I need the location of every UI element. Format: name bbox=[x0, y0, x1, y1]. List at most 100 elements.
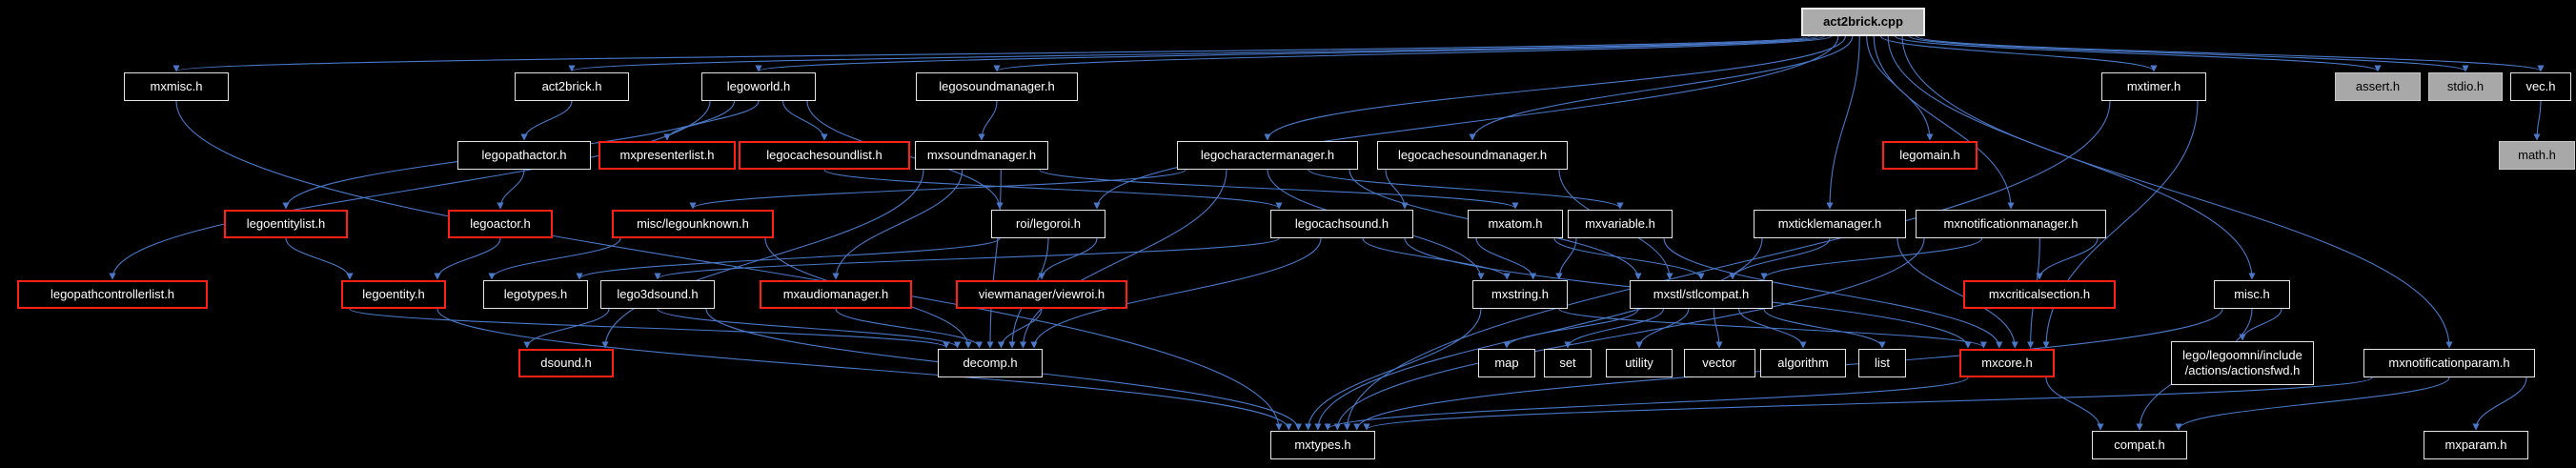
graph-node-set[interactable]: set bbox=[1544, 349, 1592, 377]
graph-node-act2brick_cpp[interactable]: act2brick.cpp bbox=[1801, 8, 1925, 36]
graph-node-compat_h[interactable]: compat.h bbox=[2092, 431, 2187, 459]
graph-node-viewroi_h[interactable]: viewmanager/viewroi.h bbox=[956, 280, 1127, 309]
include-edge-legopathactor_h-to-legoactor_h bbox=[497, 169, 525, 210]
include-edge-viewroi_h-to-decomp_h bbox=[997, 308, 1043, 349]
graph-node-legoentitylist_h[interactable]: legoentitylist.h bbox=[224, 210, 348, 238]
include-edge-mxatom_h-to-stlcompat_h bbox=[1553, 237, 1705, 280]
include-edge-stlcompat_h-to-map bbox=[1503, 308, 1639, 349]
include-edge-mxnotificationmanager_h-to-stlcompat_h bbox=[1760, 237, 1983, 280]
include-edge-mxcore_h-to-mxtypes_h bbox=[1324, 376, 1969, 431]
include-edge-mxsoundmanager_h-to-dsound_h bbox=[601, 169, 924, 349]
include-edge-mxnotificationparam_h-to-mxparam_h bbox=[2472, 376, 2527, 431]
include-edge-legocharactermanager_h-to-decomp_h bbox=[1019, 169, 1227, 349]
include-edge-legoroi_h-to-legotypes_h bbox=[576, 237, 1001, 280]
graph-node-mxmisc_h[interactable]: mxmisc.h bbox=[124, 72, 229, 101]
graph-node-mxpresenterlist_h[interactable]: mxpresenterlist.h bbox=[598, 141, 736, 170]
include-edge-mxaudiomanager_h-to-decomp_h bbox=[835, 308, 984, 349]
graph-node-stlcompat_h[interactable]: mxstl/stlcompat.h bbox=[1630, 280, 1773, 309]
graph-node-actionsfwd_h[interactable]: lego/legoomni/include /actions/actionsfw… bbox=[2171, 341, 2314, 385]
include-edge-mxnotificationmanager_h-to-mxtypes_h bbox=[1333, 237, 1925, 431]
graph-node-mxatom_h[interactable]: mxatom.h bbox=[1468, 210, 1563, 238]
graph-node-stdio_h[interactable]: stdio.h bbox=[2428, 72, 2503, 101]
graph-node-mxticklemanager_h[interactable]: mxticklemanager.h bbox=[1754, 210, 1906, 238]
include-edge-mxatom_h-to-mxstring_h bbox=[1475, 237, 1537, 280]
graph-node-legopathactor_h[interactable]: legopathactor.h bbox=[457, 141, 591, 170]
graph-node-mxcore_h[interactable]: mxcore.h bbox=[1959, 349, 2055, 377]
graph-node-legomain_h[interactable]: legomain.h bbox=[1882, 141, 1978, 170]
graph-node-legocharactermanager_h[interactable]: legocharactermanager.h bbox=[1177, 141, 1358, 170]
include-edge-lego3dsound_h-to-dsound_h bbox=[523, 308, 610, 349]
include-edge-mxnotificationparam_h-to-mxtypes_h bbox=[1363, 376, 2373, 431]
include-edge-act2brick_cpp-to-legoworld_h bbox=[755, 35, 1825, 72]
include-edge-act2brick_cpp-to-legocachesoundmanager_h bbox=[1469, 35, 1854, 141]
include-edge-legoactor_h-to-legoentity_h bbox=[434, 237, 501, 280]
graph-node-mxvariable_h[interactable]: mxvariable.h bbox=[1568, 210, 1673, 238]
include-edge-mxticklemanager_h-to-stlcompat_h bbox=[1729, 237, 1831, 280]
graph-node-legoroi_h[interactable]: roi/legoroi.h bbox=[991, 210, 1105, 238]
graph-node-legopathcontrollerlist_h[interactable]: legopathcontrollerlist.h bbox=[17, 280, 208, 309]
include-edge-legoentity_h-to-mxtypes_h bbox=[436, 308, 1292, 431]
include-edge-legocachesoundlist_h-to-legocachsound_h bbox=[823, 169, 1283, 210]
edge-paths-group bbox=[109, 35, 2545, 431]
include-edge-lego3dsound_h-to-decomp_h bbox=[657, 308, 961, 349]
include-edge-mxsoundmanager_h-to-decomp_h bbox=[986, 169, 1002, 349]
include-edge-legoentitylist_h-to-legoentity_h bbox=[285, 237, 354, 280]
include-edge-mxtimer_h-to-mxtypes_h bbox=[1344, 100, 2111, 431]
include-edge-mxsoundmanager_h-to-mxatom_h bbox=[1039, 169, 1519, 210]
graph-node-act2brick_h[interactable]: act2brick.h bbox=[515, 72, 629, 101]
include-edge-legoworld_h-to-mxpresenterlist_h bbox=[663, 100, 760, 141]
graph-node-algorithm[interactable]: algorithm bbox=[1760, 349, 1846, 377]
include-edge-act2brick_cpp-to-mxtimer_h bbox=[1880, 35, 2158, 72]
graph-node-legocachesoundlist_h[interactable]: legocachesoundlist.h bbox=[739, 141, 910, 170]
graph-node-legocachesoundmanager_h[interactable]: legocachesoundmanager.h bbox=[1377, 141, 1568, 170]
include-edge-act2brick_cpp-to-act2brick_h bbox=[568, 35, 1818, 72]
graph-node-mxaudiomanager_h[interactable]: mxaudiomanager.h bbox=[760, 280, 912, 309]
graph-node-legoentity_h[interactable]: legoentity.h bbox=[341, 280, 446, 309]
graph-node-legoactor_h[interactable]: legoactor.h bbox=[448, 210, 553, 238]
graph-node-mxtypes_h[interactable]: mxtypes.h bbox=[1270, 431, 1375, 459]
graph-node-mxsoundmanager_h[interactable]: mxsoundmanager.h bbox=[915, 141, 1048, 170]
graph-node-mxnotificationparam_h[interactable]: mxnotificationparam.h bbox=[2363, 349, 2535, 377]
include-edge-legocharactermanager_h-to-legounknown_h bbox=[689, 169, 1187, 210]
graph-node-legocachsound_h[interactable]: legocachsound.h bbox=[1270, 210, 1413, 238]
include-edge-act2brick_cpp-to-assert_h bbox=[1895, 35, 2382, 72]
include-edge-act2brick_cpp-to-mxnotificationmanager_h bbox=[1873, 35, 2015, 210]
graph-node-utility[interactable]: utility bbox=[1606, 349, 1673, 377]
include-edge-mxnotificationparam_h-to-compat_h bbox=[2175, 376, 2450, 431]
graph-node-misc_h[interactable]: misc.h bbox=[2214, 280, 2290, 309]
graph-node-legoworld_h[interactable]: legoworld.h bbox=[701, 72, 816, 101]
include-edge-act2brick_cpp-to-vec_h bbox=[1916, 35, 2545, 72]
graph-node-mxparam_h[interactable]: mxparam.h bbox=[2424, 431, 2528, 459]
include-edge-legoroi_h-to-viewroi_h bbox=[1038, 237, 1098, 280]
graph-node-legotypes_h[interactable]: legotypes.h bbox=[483, 280, 588, 309]
graph-node-decomp_h[interactable]: decomp.h bbox=[938, 349, 1043, 377]
graph-node-legosoundmanager_h[interactable]: legosoundmanager.h bbox=[916, 72, 1078, 101]
graph-node-dsound_h[interactable]: dsound.h bbox=[518, 349, 614, 377]
include-edge-act2brick_cpp-to-mxticklemanager_h bbox=[1826, 35, 1860, 210]
graph-node-vec_h[interactable]: vec.h bbox=[2510, 72, 2571, 101]
include-edge-stlcompat_h-to-set bbox=[1564, 308, 1664, 349]
include-edge-legocachesoundmanager_h-to-legocachsound_h bbox=[1385, 169, 1409, 210]
include-edge-stlcompat_h-to-list bbox=[1763, 308, 1886, 349]
include-edge-mxmisc_h-to-mxtypes_h bbox=[175, 100, 1283, 431]
graph-node-assert_h[interactable]: assert.h bbox=[2335, 72, 2421, 101]
include-edge-mxcore_h-to-compat_h bbox=[2045, 376, 2104, 431]
graph-node-list[interactable]: list bbox=[1858, 349, 1906, 377]
include-edge-act2brick_h-to-legopathactor_h bbox=[520, 100, 573, 141]
graph-node-mxtimer_h[interactable]: mxtimer.h bbox=[2101, 72, 2206, 101]
include-edge-act2brick_cpp-to-legocharactermanager_h bbox=[1264, 35, 1846, 141]
graph-node-vector[interactable]: vector bbox=[1683, 349, 1755, 377]
include-edge-legoworld_h-to-legopathcontrollerlist_h bbox=[109, 100, 711, 280]
graph-node-mxnotificationmanager_h[interactable]: mxnotificationmanager.h bbox=[1916, 210, 2106, 238]
include-edge-legoentity_h-to-decomp_h bbox=[349, 308, 950, 349]
include-edge-legocachsound_h-to-mxstring_h bbox=[1362, 237, 1511, 280]
graph-node-legounknown_h[interactable]: misc/legounknown.h bbox=[612, 210, 774, 238]
graph-node-math_h[interactable]: math.h bbox=[2499, 141, 2575, 170]
graph-node-lego3dsound_h[interactable]: lego3dsound.h bbox=[600, 280, 715, 309]
graph-node-map[interactable]: map bbox=[1478, 349, 1535, 377]
graph-node-mxcriticalsection_h[interactable]: mxcriticalsection.h bbox=[1963, 280, 2116, 309]
include-edge-mxnotificationmanager_h-to-mxcriticalsection_h bbox=[2036, 237, 2099, 280]
graph-node-mxstring_h[interactable]: mxstring.h bbox=[1472, 280, 1568, 309]
include-edge-mxticklemanager_h-to-mxtypes_h bbox=[1314, 237, 1763, 431]
